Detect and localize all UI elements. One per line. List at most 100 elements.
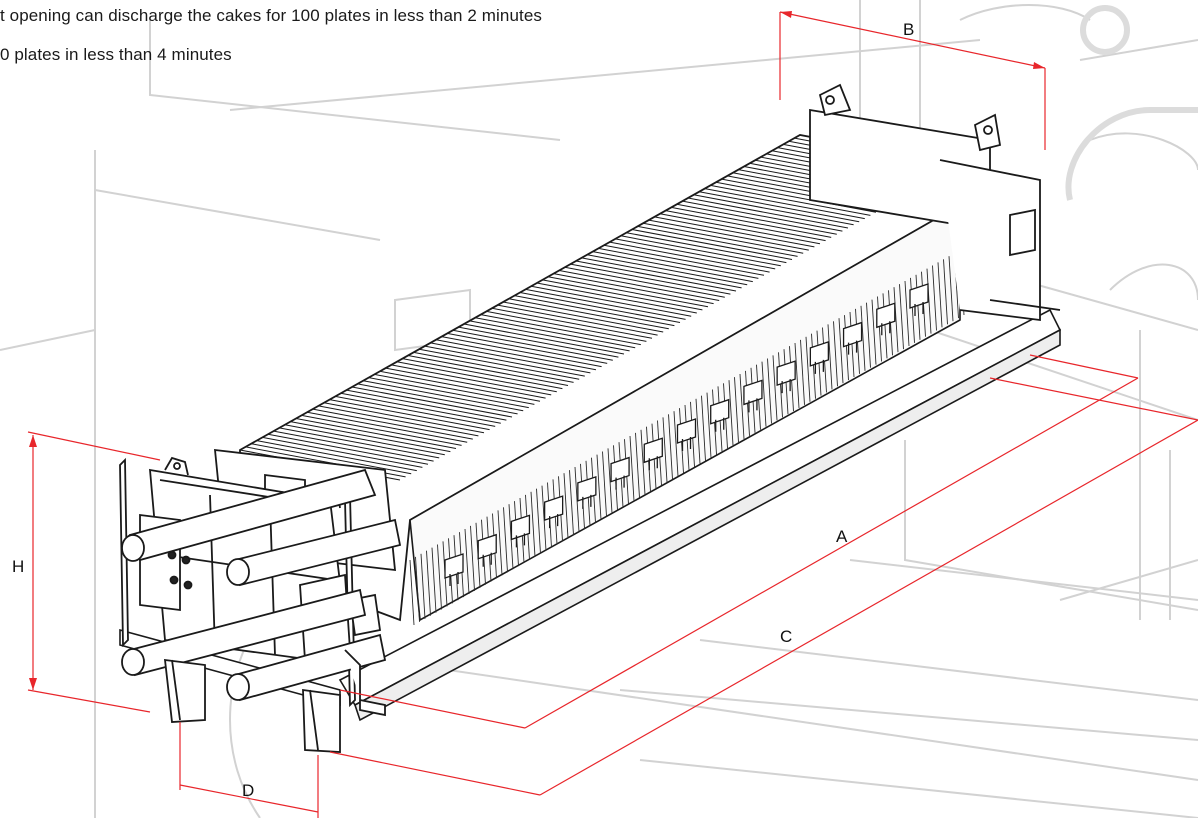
plate-side-line [877,296,882,362]
plate-edge-line [307,411,468,443]
plate-handle [543,495,564,529]
plate-edge-line [279,427,440,459]
plate-side-line [607,448,613,514]
plate-edge-line [251,443,412,475]
plate-edge-line [503,301,664,333]
plate-edge-line [553,273,714,305]
plate-edge-line [273,430,434,462]
plate-side-line [437,544,442,610]
plate-side-line [640,429,646,495]
dimension-arrows [29,11,1045,690]
plate-edge-line [402,358,563,390]
plate-edge-line [564,266,725,298]
support-legs [163,649,386,753]
plate-side-line [860,305,866,371]
plate-handle [743,379,763,413]
plate-edge-line [262,436,423,468]
plate-handle [643,437,663,471]
plate-side-line [536,488,541,554]
plate-edge-line [301,414,462,446]
plate-handle [876,302,896,336]
plate-side-line [734,377,739,443]
plate-edge-line [643,222,804,254]
plate-edge-line [323,402,485,434]
plate-edge-line [335,395,496,427]
plate-side-line [915,274,921,340]
plate-handle [510,514,531,548]
plate-edge-line [346,389,507,421]
plate-edge-line [693,194,854,226]
plate-edge-line [491,307,653,339]
plate-side-line [893,287,899,353]
plate-edge-line [363,380,524,412]
plate-edge-line [391,364,552,396]
plate-side-line [426,550,431,616]
plate-edge-line [486,310,647,342]
dimension-line-c [539,419,1198,796]
plate-handle [842,321,863,355]
plate-edge-line [626,232,787,264]
dimension-label-a: A [836,527,848,546]
plate-edge-line [413,351,574,383]
plate-edge-line [603,244,765,276]
plate-edge-line [290,421,451,453]
plate-handle [444,553,464,586]
plate-edge-line [525,288,686,320]
filter-plate-pack [239,134,965,626]
plate-side-line [574,466,580,533]
plate-edge-line [357,383,518,415]
plate-edge-line [385,367,546,399]
dimension-labels: B H A C D [12,20,914,800]
plate-side-line [932,265,937,331]
plate-edge-line [284,424,445,456]
plate-edge-line [682,200,843,232]
plate-side-line [926,268,932,334]
plate-edge-line [508,298,669,330]
plate-handle [477,533,497,567]
plate-edge-line [665,210,826,242]
plate-side-line [701,395,706,461]
plate-side-line [706,392,712,458]
plate-edge-line [435,339,597,371]
plate-edge-line [351,386,513,418]
plate-edge-line [587,254,748,286]
plate-handle [710,398,730,432]
plate-side-line [503,507,508,573]
plate-side-line [910,277,915,343]
plate-edge-line [469,320,630,352]
plate-edge-line [559,270,720,301]
plate-edge-line [704,188,865,220]
plate-side-line [569,470,574,536]
plate-side-line [596,454,602,520]
plate-side-line [844,315,849,381]
plate-handle [676,418,697,451]
plate-side-line [800,339,805,405]
plate-edge-line [631,229,793,260]
plate-edge-line [295,418,457,449]
plate-edge-line [419,348,580,380]
plate-side-line [728,380,734,446]
plate-side-line [464,528,470,595]
plate-edge-line [687,197,849,229]
plate-edge-line [547,276,709,308]
plate-side-line [761,361,767,427]
plate-handle [610,456,630,490]
plate-edge-line [267,433,429,465]
dimension-label-d: D [242,781,254,800]
plate-edge-line [430,342,591,374]
dimension-lines [27,11,1198,818]
plate-side-line [805,336,811,402]
plate-edge-line [659,213,821,245]
plate-edge-line [592,251,753,283]
plate-edge-line [620,235,781,267]
plate-edge-line [424,345,585,377]
plate-edge-line [441,336,602,368]
dimension-line-d [179,784,319,813]
plate-edge-line [340,392,501,424]
plate-edge-line [676,203,837,235]
plate-edge-line [312,408,473,440]
plate-side-line [602,451,607,517]
plate-edge-line [407,355,569,386]
